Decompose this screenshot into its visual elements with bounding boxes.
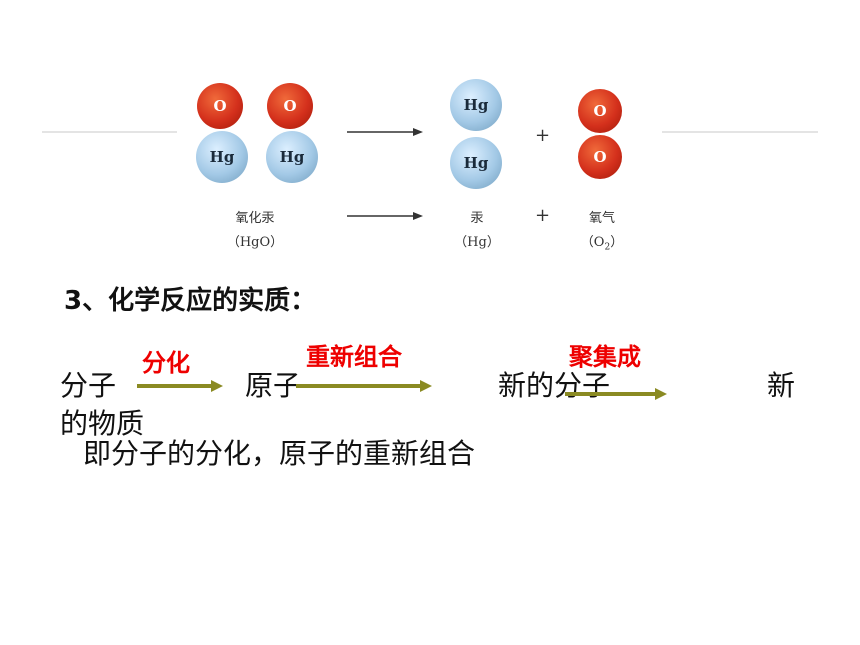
oxygen-atom: O [578, 135, 622, 179]
left-divider-line [42, 131, 177, 133]
mercury-atom: Hg [450, 137, 502, 189]
step-molecule: 分子 [60, 369, 117, 402]
oxygen-atom: O [578, 89, 622, 133]
arrow2-label: 重新组合 [306, 342, 402, 371]
step-new-substance-end: 的物质 [60, 407, 145, 440]
process-arrow-3 [565, 388, 667, 400]
reaction-figure: O O Hg Hg Hg Hg + O O 氧化汞 （HgO） 汞 （Hg） +… [180, 75, 660, 255]
arrow1-label: 分化 [142, 348, 190, 377]
formula-open: （O [580, 235, 605, 250]
arrow3-label: 聚集成 [569, 342, 641, 371]
right-divider-line [662, 131, 818, 133]
product2-name: 氧气 [588, 211, 615, 226]
formula-close: ） [610, 235, 624, 250]
step-new-molecule: 新的分子 [498, 369, 611, 402]
formula-subscript: 2 [604, 242, 611, 253]
word-equation-arrow [347, 212, 423, 220]
step-atom: 原子 [245, 369, 302, 402]
step-new-substance-start: 新 [767, 369, 796, 402]
mercury-atom: Hg [450, 79, 502, 131]
reactant-name: 氧化汞 [235, 211, 275, 226]
plus-sign: + [535, 125, 551, 146]
oxygen-atom: O [267, 83, 313, 129]
product2-formula: （O2） [572, 231, 632, 253]
reaction-arrow [347, 128, 423, 136]
process-arrow-1 [137, 380, 223, 392]
summary-text: 即分子的分化，原子的重新组合 [83, 437, 476, 470]
mercury-atom: Hg [196, 131, 248, 183]
process-arrow-2 [296, 380, 432, 392]
product1-name: 汞 [470, 211, 484, 226]
mercury-atom: Hg [266, 131, 318, 183]
section-heading: 3、化学反应的实质： [64, 286, 317, 316]
plus-sign: + [535, 205, 551, 226]
reactant-formula: （HgO） [226, 235, 284, 250]
product1-formula: （Hg） [454, 235, 500, 250]
oxygen-atom: O [197, 83, 243, 129]
